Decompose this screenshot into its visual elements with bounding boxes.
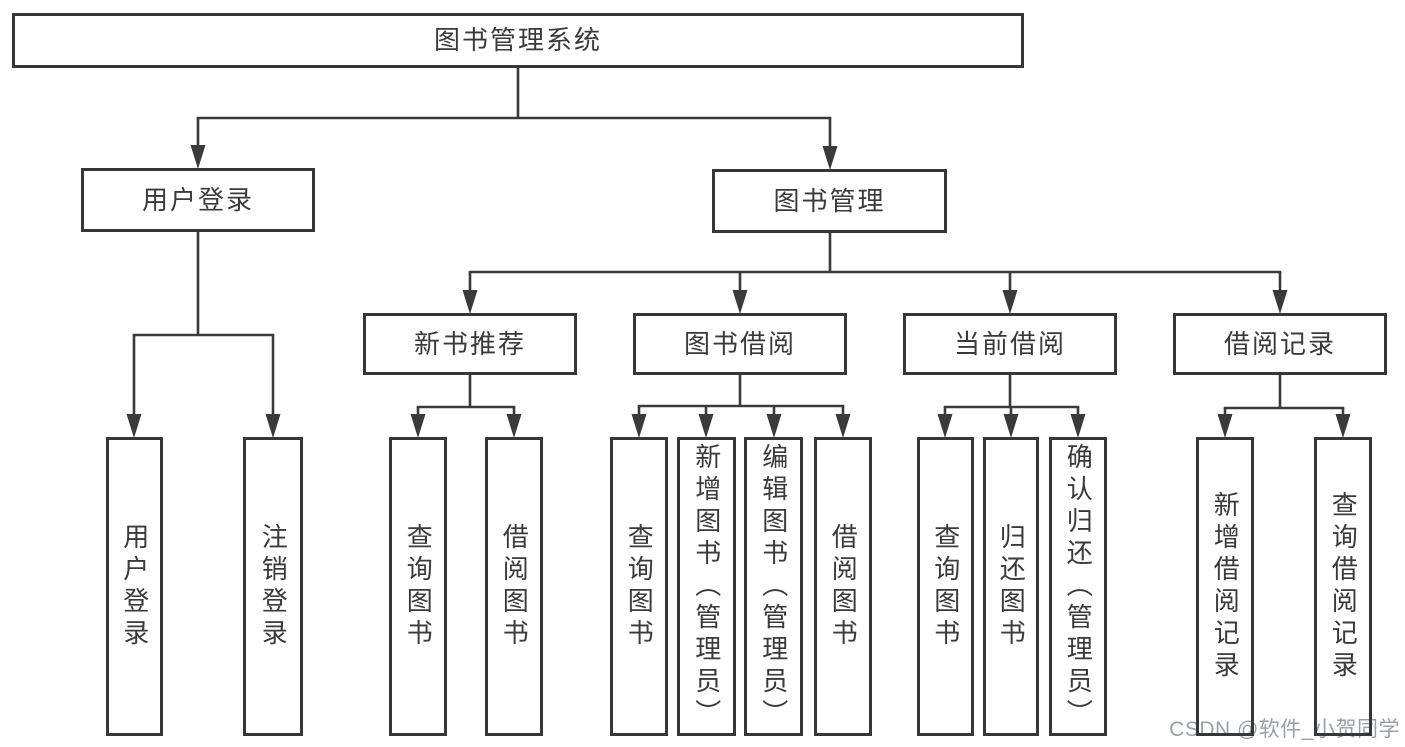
diagram-node-edit-books: 编辑图书（管理员） [744,437,803,736]
diagram-node-borrow-records: 借阅记录 [1173,313,1387,375]
diagram-node-label: 用户登录 [119,522,150,651]
diagram-node-borrow-books-1: 借阅图书 [485,437,543,736]
arrowhead-icon [732,290,748,314]
diagram-node-current-borrow: 当前借阅 [903,313,1117,375]
diagram-node-label: 新书推荐 [413,328,526,359]
arrowhead-icon [265,414,281,438]
arrowhead-icon [1272,290,1288,314]
diagram-node-root: 图书管理系统 [12,13,1024,68]
diagram-node-label: 借阅图书 [499,522,530,651]
diagram-node-add-borrow-record: 新增借阅记录 [1196,437,1254,736]
diagram-node-borrow-books-2: 借阅图书 [814,437,872,736]
arrowhead-icon [1070,414,1086,438]
arrowhead-icon [1003,414,1019,438]
diagram-node-label: 查询图书 [403,522,434,651]
diagram-node-query-borrow-record: 查询借阅记录 [1314,437,1372,736]
diagram-node-label: 图书管理系统 [433,25,602,56]
diagram-node-login: 用户登录 [106,437,163,736]
arrowhead-icon [937,414,953,438]
diagram-node-confirm-return: 确认归还（管理员） [1049,437,1107,736]
diagram-node-label: 借阅图书 [828,522,859,651]
diagram-node-label: 查询图书 [930,522,961,651]
arrowhead-icon [126,414,142,438]
arrowhead-icon [462,290,478,314]
arrowhead-icon [410,414,426,438]
diagram-node-query-books-1: 查询图书 [389,437,447,736]
diagram-node-label: 注销登录 [258,522,289,651]
arrowhead-icon [506,414,522,438]
arrowhead-icon [822,146,838,170]
diagram-node-new-book-rec: 新书推荐 [363,313,577,375]
diagram-node-label: 查询图书 [624,522,655,651]
arrowhead-icon [835,414,851,438]
diagram-node-label: 查询借阅记录 [1328,490,1359,683]
arrowhead-icon [1002,290,1018,314]
diagram-node-label: 新增图书（管理员） [691,442,722,731]
arrowhead-icon [1217,414,1233,438]
diagram-node-logout: 注销登录 [243,437,303,736]
arrowhead-icon [1335,414,1351,438]
diagram-node-label: 编辑图书（管理员） [758,442,789,731]
diagram-node-query-books-3: 查询图书 [917,437,974,736]
diagram-node-label: 用户登录 [141,184,254,215]
arrowhead-icon [190,145,206,169]
diagram-node-label: 当前借阅 [953,328,1066,359]
diagram-node-book-borrow: 图书借阅 [633,313,847,375]
diagram-node-label: 借阅记录 [1223,328,1336,359]
diagram-node-query-books-2: 查询图书 [610,437,668,736]
watermark: CSDN @软件_小贺同学 [1169,718,1400,741]
diagram-node-label: 图书管理 [773,185,886,216]
diagram-node-label: 新增借阅记录 [1210,490,1241,683]
diagram-node-user-login: 用户登录 [81,168,315,232]
diagram-node-book-mgmt: 图书管理 [712,169,947,233]
arrowhead-icon [766,414,782,438]
diagram-node-return-books: 归还图书 [983,437,1039,736]
arrowhead-icon [698,414,714,438]
diagram-node-add-books: 新增图书（管理员） [677,437,736,736]
diagram-node-label: 归还图书 [996,522,1027,651]
diagram-node-label: 图书借阅 [683,328,796,359]
arrowhead-icon [631,414,647,438]
diagram-node-label: 确认归还（管理员） [1063,442,1094,731]
